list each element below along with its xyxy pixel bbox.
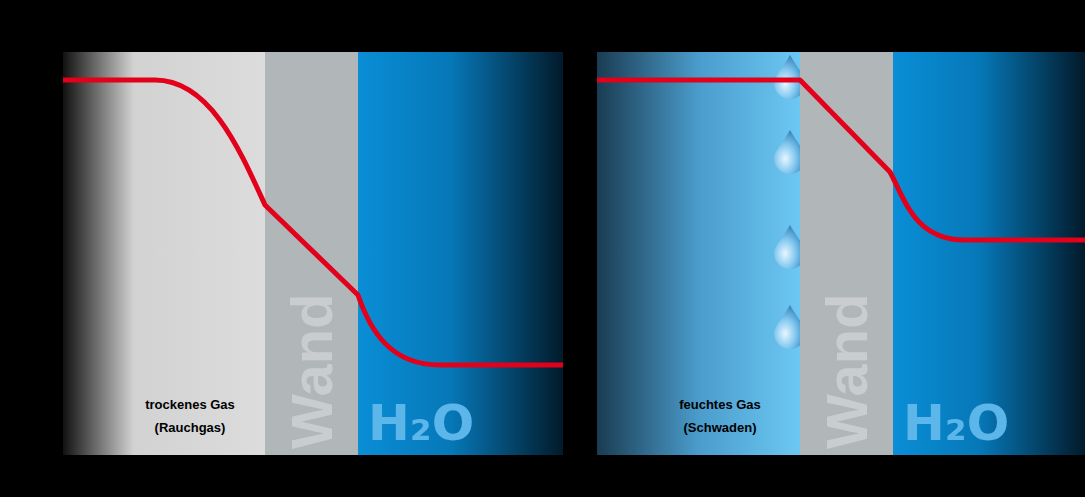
wall-band xyxy=(800,52,893,455)
wall-label: Wand xyxy=(283,293,341,449)
water-label: H₂O xyxy=(368,398,474,448)
gas-band: feuchtes Gas (Schwaden) xyxy=(597,52,800,455)
water-band: H₂O xyxy=(358,52,563,455)
wet-gas-band xyxy=(597,52,800,455)
wall-band: Wand xyxy=(800,52,893,455)
water-label: H₂O xyxy=(903,398,1009,448)
wall-label: Wand xyxy=(818,293,876,449)
water-band xyxy=(893,52,1085,455)
water-band xyxy=(358,52,563,455)
water-band: H₂O xyxy=(893,52,1085,455)
gas-band: trockenes Gas (Rauchgas) xyxy=(63,52,265,455)
wall-band xyxy=(265,52,358,455)
dry-gas-band xyxy=(63,52,265,455)
medium-label: trockenes Gas (Rauchgas) xyxy=(128,393,253,439)
wall-band: Wand xyxy=(265,52,358,455)
medium-label: feuchtes Gas (Schwaden) xyxy=(658,393,783,439)
temperature-curve xyxy=(597,80,1085,240)
